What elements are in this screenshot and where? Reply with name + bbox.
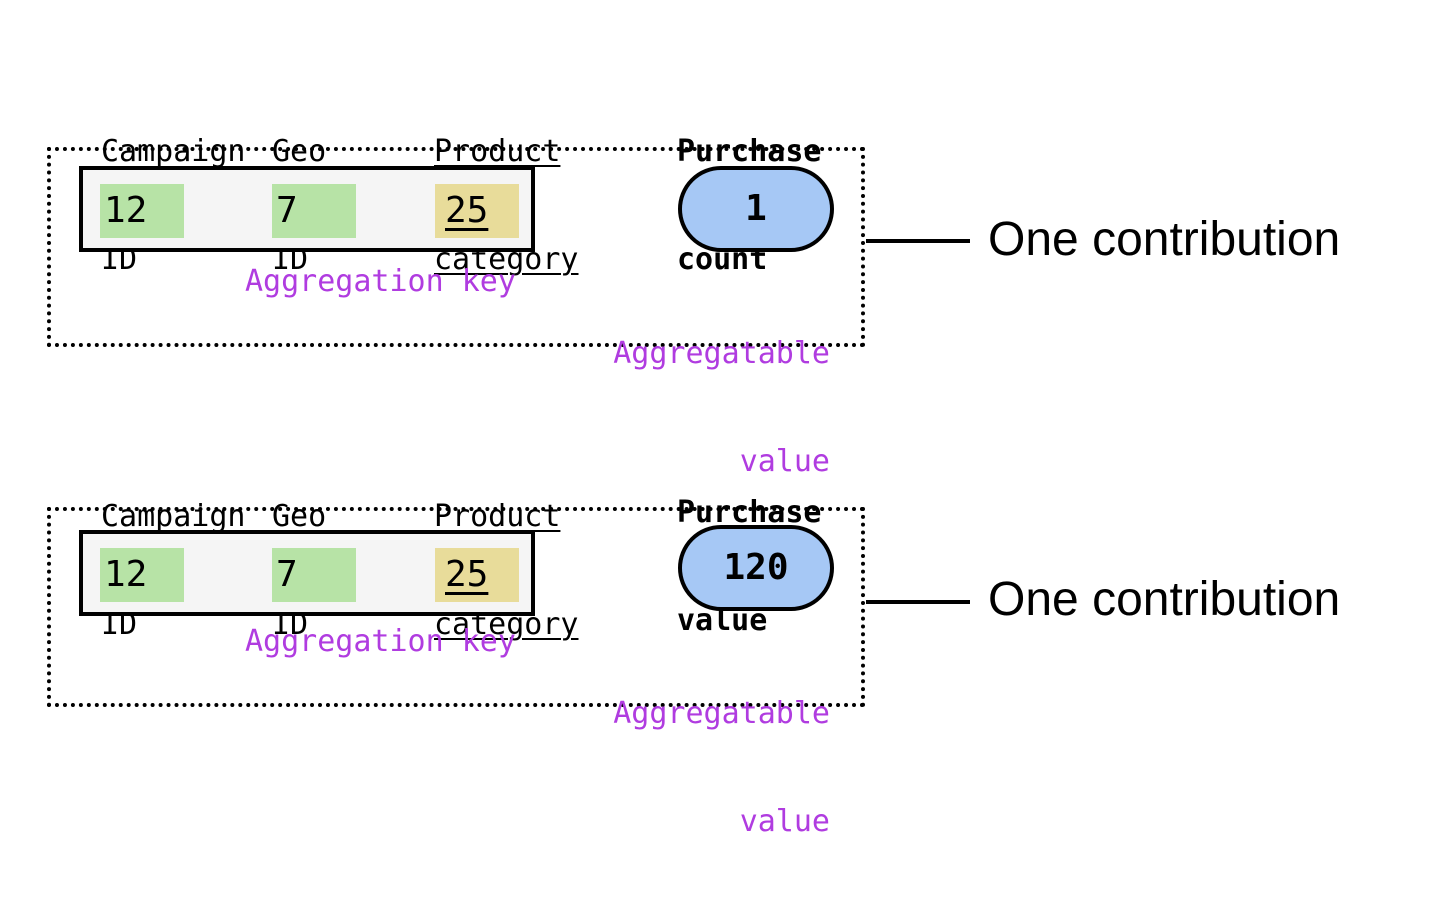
key-cell-campaign-id: 12 <box>100 548 184 602</box>
key-cell-geo-id: 7 <box>272 184 356 238</box>
key-cell-geo-id: 7 <box>272 548 356 602</box>
contribution-1: Campaign ID Geo ID Product category Purc… <box>0 0 1442 479</box>
aggregation-key-box: 12 7 25 <box>79 166 535 252</box>
aggregatable-value-label: Aggregatable value <box>613 696 830 839</box>
contribution-label: One contribution <box>988 573 1341 626</box>
contribution-2: Campaign ID Geo ID Product category Purc… <box>0 361 1442 839</box>
aggregatable-value-label: Aggregatable value <box>613 336 830 479</box>
aggregatable-value-pill: 120 <box>678 525 834 611</box>
aggregation-key-box: 12 7 25 <box>79 530 535 616</box>
key-cell-campaign-id: 12 <box>100 184 184 238</box>
contribution-label: One contribution <box>988 213 1341 266</box>
connector-line <box>866 600 970 604</box>
key-cell-product-category: 25 <box>435 548 519 602</box>
connector-line <box>866 239 970 243</box>
contribution-frame <box>47 507 865 707</box>
header-geo-id: Geo ID <box>272 499 327 642</box>
aggregatable-value-pill: 1 <box>678 166 834 252</box>
contribution-frame <box>47 147 865 347</box>
key-cell-product-category: 25 <box>435 184 519 238</box>
aggregation-key-label: Aggregation key <box>245 624 516 659</box>
aggregation-key-label: Aggregation key <box>245 264 516 299</box>
